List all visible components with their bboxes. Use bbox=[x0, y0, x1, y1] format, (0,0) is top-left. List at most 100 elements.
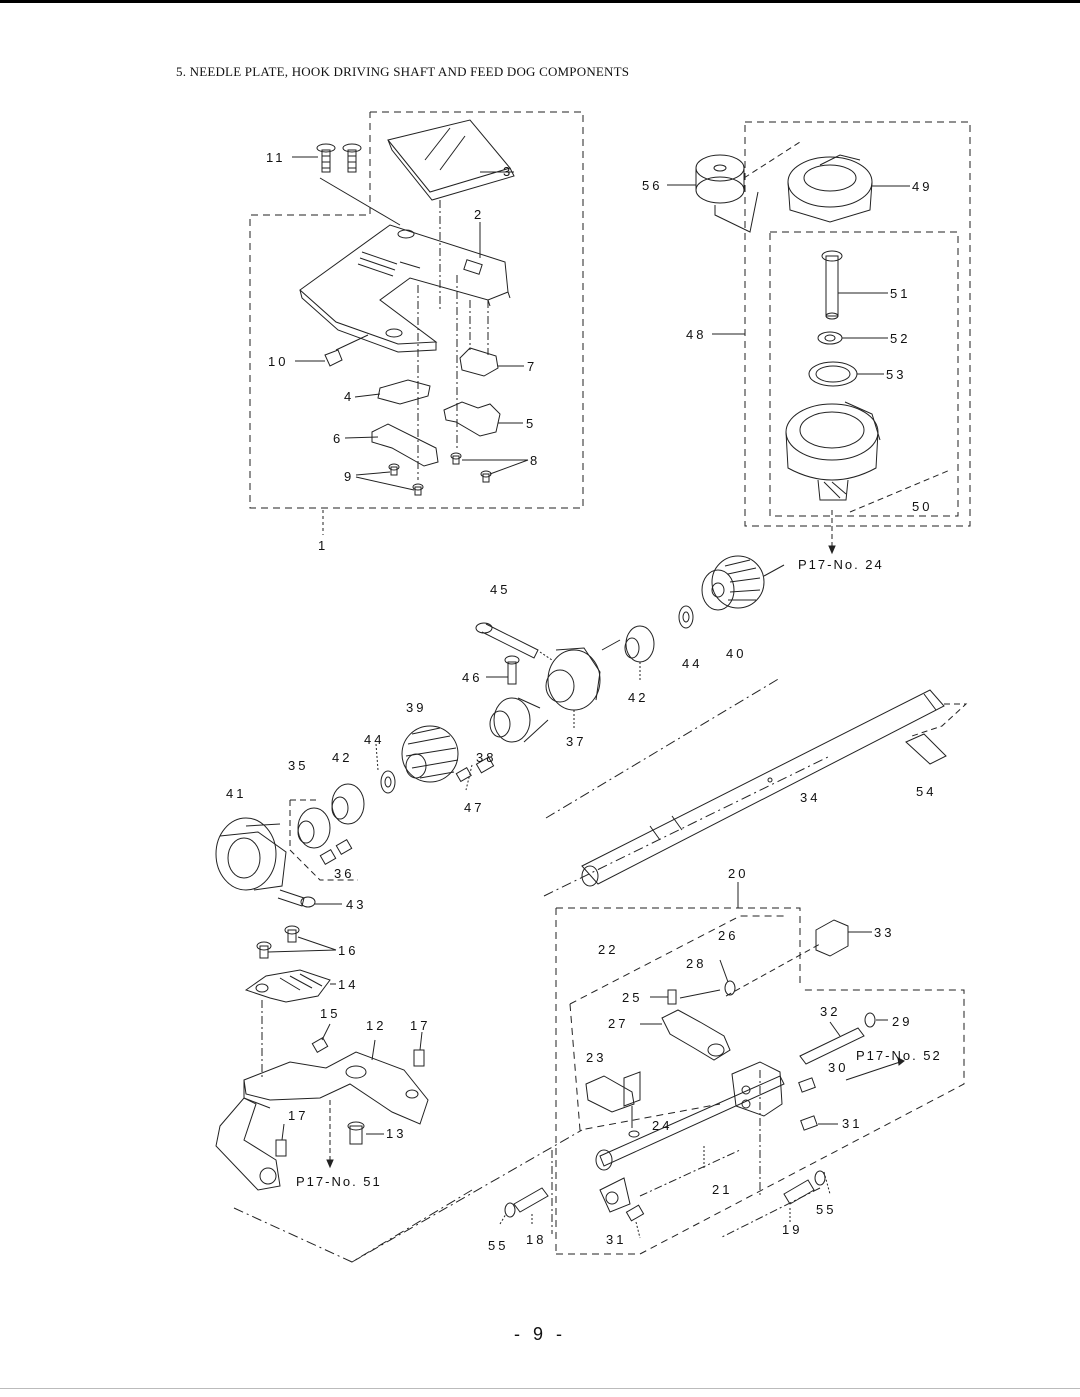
hook-shaft-51-drawing bbox=[821, 250, 888, 320]
pin-32-drawing bbox=[799, 1021, 865, 1065]
hook-inner-box bbox=[769, 231, 959, 517]
part-label-32: 32 bbox=[820, 1004, 840, 1019]
screws-8-drawing bbox=[450, 452, 529, 483]
screw-31-lower-drawing bbox=[625, 1204, 645, 1239]
reference-p17-no24: P17-No. 24 bbox=[798, 557, 884, 572]
part-label-27: 27 bbox=[608, 1016, 628, 1031]
screw-46-drawing bbox=[486, 655, 520, 685]
part-label-30: 30 bbox=[828, 1060, 848, 1075]
feed-dog-14-drawing bbox=[244, 969, 336, 1080]
reference-p17-no51: P17-No. 51 bbox=[296, 1174, 382, 1189]
part-label-55-right: 55 bbox=[816, 1202, 836, 1217]
bobbin-56-drawing bbox=[667, 141, 801, 233]
part-7-drawing bbox=[459, 347, 524, 377]
feed-guide-lines bbox=[233, 1129, 583, 1263]
washer-28-drawing bbox=[719, 959, 736, 996]
screw-25-drawing bbox=[650, 989, 721, 1005]
part-label-16: 16 bbox=[338, 943, 358, 958]
page-references: P17-No. 24 P17-No. 51 P17-No. 52 bbox=[296, 557, 942, 1189]
ring-44-lower-drawing bbox=[375, 743, 396, 794]
feed-shaft-21-drawing bbox=[595, 1061, 785, 1213]
part-label-31-right: 31 bbox=[842, 1116, 862, 1131]
part-label-47: 47 bbox=[464, 800, 484, 815]
part-label-4: 4 bbox=[344, 389, 354, 404]
arrow-p17-52 bbox=[845, 1057, 905, 1081]
coupling-37-drawing bbox=[545, 647, 601, 730]
part-label-10: 10 bbox=[268, 354, 288, 369]
part-label-51: 51 bbox=[890, 286, 910, 301]
part-label-6: 6 bbox=[333, 431, 343, 446]
part-label-36: 36 bbox=[334, 866, 354, 881]
arrow-p17-51 bbox=[326, 1100, 334, 1169]
part-label-18: 18 bbox=[526, 1232, 546, 1247]
slide-plate-3-drawing bbox=[387, 119, 515, 201]
part-label-25: 25 bbox=[622, 990, 642, 1005]
coupling-39-drawing bbox=[489, 697, 549, 743]
part-label-49: 49 bbox=[912, 179, 932, 194]
feed-bar-12-drawing bbox=[215, 1039, 429, 1191]
part-number-labels: 1 2 3 4 5 6 7 8 9 10 11 12 13 14 15 16 1… bbox=[226, 150, 933, 1253]
part-label-42-upper: 42 bbox=[628, 690, 648, 705]
screws-16-drawing bbox=[256, 925, 337, 959]
ring-44-upper-drawing bbox=[678, 605, 694, 629]
part-label-29: 29 bbox=[892, 1014, 912, 1029]
part-label-44-upper: 44 bbox=[682, 656, 702, 671]
part-label-2: 2 bbox=[474, 207, 484, 222]
feed-rocker-inner-box bbox=[569, 915, 788, 1131]
part-label-20: 20 bbox=[728, 866, 748, 881]
part-label-50: 50 bbox=[912, 499, 932, 514]
feed-rocker-group-box bbox=[555, 907, 965, 1255]
part-label-21: 21 bbox=[712, 1182, 732, 1197]
bushing-42-upper-drawing bbox=[601, 625, 655, 680]
part-label-34: 34 bbox=[800, 790, 820, 805]
part-label-33: 33 bbox=[874, 925, 894, 940]
part-label-5: 5 bbox=[526, 416, 536, 431]
hook-outer-box bbox=[744, 121, 971, 527]
guide-33 bbox=[725, 943, 821, 997]
pin-54-drawing bbox=[905, 703, 968, 765]
rocker-27-drawing bbox=[640, 1009, 731, 1061]
needle-plate-group-box bbox=[249, 111, 584, 509]
part-label-17-lower: 17 bbox=[288, 1108, 308, 1123]
part-label-45: 45 bbox=[490, 582, 510, 597]
bushing-35-drawing bbox=[289, 799, 358, 881]
part-4-drawing bbox=[354, 379, 431, 405]
screw-11-drawing bbox=[316, 143, 401, 226]
part-label-37: 37 bbox=[566, 734, 586, 749]
rotary-hook-50-drawing bbox=[785, 401, 951, 513]
plate-guide-lines bbox=[417, 200, 489, 480]
part-label-23: 23 bbox=[586, 1050, 606, 1065]
part-label-40: 40 bbox=[726, 646, 746, 661]
washer-29-drawing bbox=[864, 1012, 888, 1028]
part-label-26: 26 bbox=[718, 928, 738, 943]
screw-17-upper-drawing bbox=[413, 1031, 425, 1067]
pin-18-drawing bbox=[499, 1187, 549, 1226]
part-label-41: 41 bbox=[226, 786, 246, 801]
helical-gear-drawing bbox=[401, 725, 459, 783]
part-label-43: 43 bbox=[346, 897, 366, 912]
part-label-53: 53 bbox=[886, 367, 906, 382]
screw-30-drawing bbox=[798, 1077, 816, 1093]
screw-17-lower-drawing bbox=[275, 1123, 287, 1157]
part-label-35: 35 bbox=[288, 758, 308, 773]
part-label-11: 11 bbox=[266, 150, 286, 165]
bushing-42-lower-drawing bbox=[331, 783, 365, 825]
reference-p17-no52: P17-No. 52 bbox=[856, 1048, 942, 1063]
page-title: 5. NEEDLE PLATE, HOOK DRIVING SHAFT AND … bbox=[176, 64, 630, 79]
arrow-p17-24 bbox=[828, 510, 836, 555]
part-label-46: 46 bbox=[462, 670, 482, 685]
part-10-drawing bbox=[295, 334, 369, 367]
part-label-42-lower: 42 bbox=[332, 750, 352, 765]
page-number: - 9 - bbox=[513, 1324, 566, 1344]
part-label-38: 38 bbox=[476, 750, 496, 765]
washer-53-drawing bbox=[808, 361, 884, 387]
screw-45-drawing bbox=[475, 622, 553, 661]
pin-19-drawing bbox=[783, 1170, 831, 1224]
screw-13-drawing bbox=[347, 1121, 384, 1145]
part-23-drawing bbox=[585, 1071, 641, 1138]
shaft-guide-lines bbox=[543, 677, 831, 897]
part-label-52: 52 bbox=[890, 331, 910, 346]
part-label-15: 15 bbox=[320, 1006, 340, 1021]
part-label-12: 12 bbox=[366, 1018, 386, 1033]
screw-31-right-drawing bbox=[800, 1115, 838, 1131]
